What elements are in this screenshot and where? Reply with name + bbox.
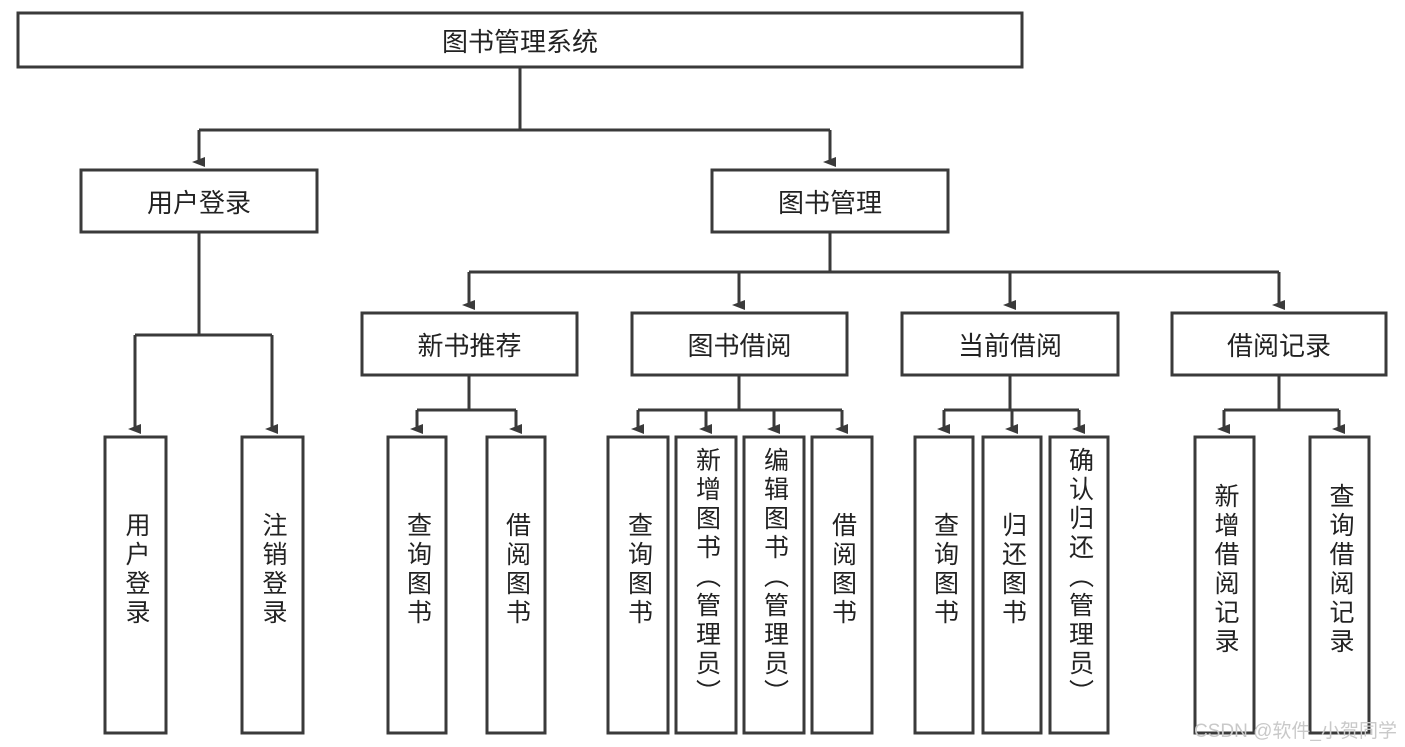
leaf-box[interactable]: [1193, 435, 1256, 735]
node-book-mgmt-box[interactable]: [710, 168, 950, 234]
node-new-book-box[interactable]: [360, 311, 579, 377]
node-root-box[interactable]: [16, 11, 1024, 69]
leaf-box[interactable]: [674, 435, 738, 735]
node-current-borrow-box[interactable]: [900, 311, 1120, 377]
leaf-box[interactable]: [913, 435, 975, 735]
leaf-box[interactable]: [742, 435, 806, 735]
leaf-box[interactable]: [485, 435, 547, 735]
node-book-borrow-box[interactable]: [630, 311, 849, 377]
node-borrow-records-box[interactable]: [1170, 311, 1388, 377]
leaf-box[interactable]: [1048, 435, 1110, 735]
leaf-box[interactable]: [981, 435, 1043, 735]
leaf-box[interactable]: [606, 435, 670, 735]
leaf-box[interactable]: [810, 435, 874, 735]
connectors: [128, 67, 1345, 434]
leaf-box[interactable]: [103, 435, 168, 735]
leaf-box[interactable]: [240, 435, 305, 735]
node-user-login-box[interactable]: [79, 168, 319, 234]
leaf-box[interactable]: [386, 435, 448, 735]
leaf-box[interactable]: [1308, 435, 1371, 735]
